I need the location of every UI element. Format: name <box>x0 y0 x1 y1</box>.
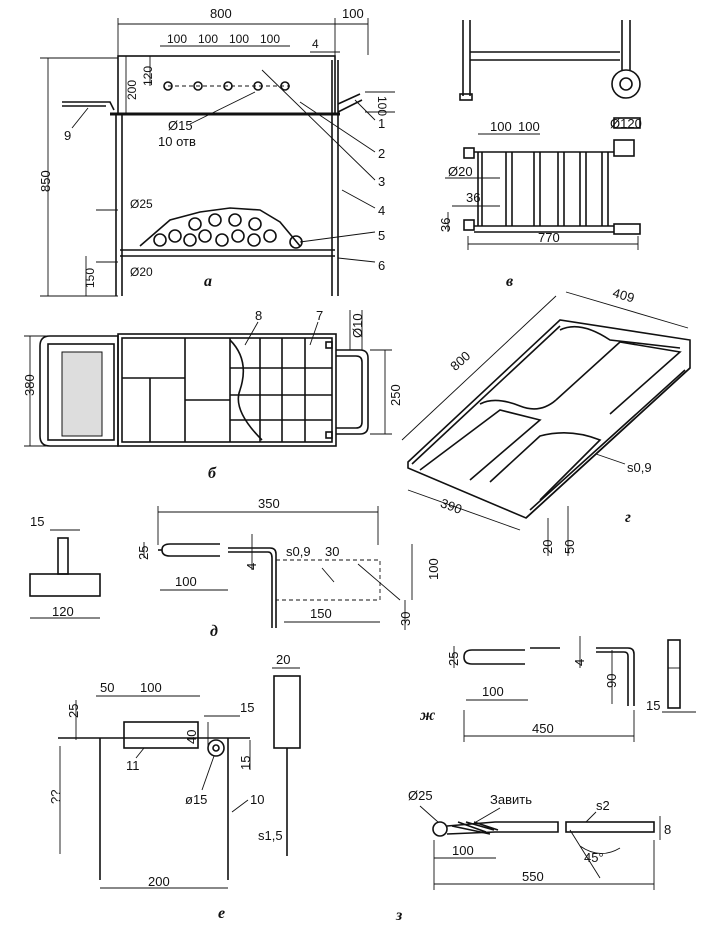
view-d-bracket: 15 120 350 25 4 s0,9 30 100 100 150 30 д <box>29 496 441 640</box>
view-label-v: в <box>506 273 513 290</box>
dim-d-30b: 30 <box>398 612 413 626</box>
dim-v-36b: 36 <box>438 218 453 232</box>
firewood-pile <box>139 207 303 249</box>
dim-v-36a: 36 <box>466 190 480 205</box>
view-v-frame-plan: 100 100 Ø120 Ø20 36 36 770 в <box>438 20 642 290</box>
dim-d-25: 25 <box>136 546 151 560</box>
view-b-grill-top: 380 250 Ø10 8 7 б <box>22 308 403 482</box>
dim-e-20: 20 <box>276 652 290 667</box>
dim-800: 800 <box>210 6 232 21</box>
dim-d-120: 120 <box>52 604 74 619</box>
dim-v-100b: 100 <box>518 119 540 134</box>
dim-b-380: 380 <box>22 374 37 396</box>
dim-zh-450: 450 <box>532 721 554 736</box>
view-label-a: а <box>204 273 212 290</box>
dim-z-s2: s2 <box>596 798 610 813</box>
dim-hole-4: 100 <box>260 32 280 46</box>
dim-d-4: 4 <box>244 563 259 570</box>
callout-4: 4 <box>378 203 385 218</box>
fuel-area <box>61 351 103 437</box>
dim-g-409: 409 <box>611 285 636 305</box>
dim-d-350: 350 <box>258 496 280 511</box>
note-zavit: Завить <box>490 792 532 807</box>
dim-z-45: 45° <box>584 850 604 865</box>
dim-d-150: 150 <box>310 606 332 621</box>
view-zh-shelf-bracket: 25 4 90 100 450 15 ж <box>419 636 696 742</box>
dim-zh-25: 25 <box>446 652 461 666</box>
dim-e-s: s1,5 <box>258 828 283 843</box>
dim-v-d120: Ø120 <box>610 116 642 131</box>
dim-100-ext: 100 <box>342 6 364 21</box>
dim-d-100a: 100 <box>175 574 197 589</box>
dim-b-250: 250 <box>388 384 403 406</box>
dim-zh-15: 15 <box>646 698 660 713</box>
callout-11: 11 <box>126 758 140 773</box>
dim-e-100: 100 <box>140 680 162 695</box>
dim-g-800: 800 <box>447 348 473 374</box>
dim-200: 200 <box>125 80 139 100</box>
callout-8: 8 <box>255 308 262 323</box>
dim-e-25: 25 <box>66 704 81 718</box>
dim-z-550: 550 <box>522 869 544 884</box>
dim-zh-90: 90 <box>604 674 619 688</box>
dim-e-40: 40 <box>184 730 199 744</box>
view-label-z: з <box>395 907 402 924</box>
callout-1: 1 <box>378 116 385 131</box>
hole-count: 10 отв <box>158 134 196 149</box>
dim-120: 120 <box>141 66 155 86</box>
dim-e-side: ?? <box>48 790 63 804</box>
view-label-e: е <box>218 905 225 922</box>
dim-e-hole: ø15 <box>185 792 207 807</box>
callout-2: 2 <box>378 146 385 161</box>
dim-v-d20: Ø20 <box>448 164 473 179</box>
dim-150: 150 <box>83 268 97 288</box>
callout-3: 3 <box>378 174 385 189</box>
dim-z-d25: Ø25 <box>408 788 433 803</box>
dim-zh-100: 100 <box>482 684 504 699</box>
dim-e-200: 200 <box>148 874 170 889</box>
dim-e-50: 50 <box>100 680 114 695</box>
view-label-b: б <box>208 465 217 482</box>
dim-e-15a: 15 <box>240 700 254 715</box>
dim-hole-3: 100 <box>229 32 249 46</box>
view-label-zh: ж <box>419 707 435 724</box>
view-e-poker-holder: 50 100 25 40 15 15 11 ø15 10 20 s1,5 ?? … <box>48 652 301 922</box>
callout-5: 5 <box>378 228 385 243</box>
dim-d-s: s0,9 <box>286 544 311 559</box>
dim-z-100: 100 <box>452 843 474 858</box>
callout-6: 6 <box>378 258 385 273</box>
dim-hole-2: 100 <box>198 32 218 46</box>
dim-zh-4: 4 <box>572 659 587 666</box>
dim-850: 850 <box>38 170 53 192</box>
callout-7: 7 <box>316 308 323 323</box>
dim-d-100b: 100 <box>426 558 441 580</box>
dim-b-d10: Ø10 <box>350 313 365 338</box>
view-a-grill-front: 800 100 100 100 100 100 4 200 120 9 <box>38 6 395 297</box>
dim-d20: Ø20 <box>130 265 153 279</box>
dim-v-770: 770 <box>538 230 560 245</box>
view-z-poker: Ø25 Завить s2 8 100 45° 550 з <box>395 788 671 924</box>
hole-diameter: Ø15 <box>168 118 193 133</box>
dim-100-side: 100 <box>375 96 389 116</box>
dim-d-30a: 30 <box>325 544 339 559</box>
dim-g-390: 390 <box>439 495 465 517</box>
dim-g-s: s0,9 <box>627 460 652 475</box>
view-label-d: д <box>210 623 218 640</box>
dim-v-100a: 100 <box>490 119 512 134</box>
dim-g-20: 20 <box>540 540 555 554</box>
dim-z-8: 8 <box>664 822 671 837</box>
dim-d-15: 15 <box>30 514 44 529</box>
callout-10: 10 <box>250 792 264 807</box>
dim-g-50: 50 <box>562 540 577 554</box>
dim-hole-1: 100 <box>167 32 187 46</box>
dim-d25: Ø25 <box>130 197 153 211</box>
callout-9: 9 <box>64 128 71 143</box>
dim-4: 4 <box>312 37 319 51</box>
dim-e-15b: 15 <box>238 756 253 770</box>
view-label-g: г <box>625 509 631 526</box>
view-g-tray: 800 409 390 s0,9 20 50 г <box>401 285 691 556</box>
